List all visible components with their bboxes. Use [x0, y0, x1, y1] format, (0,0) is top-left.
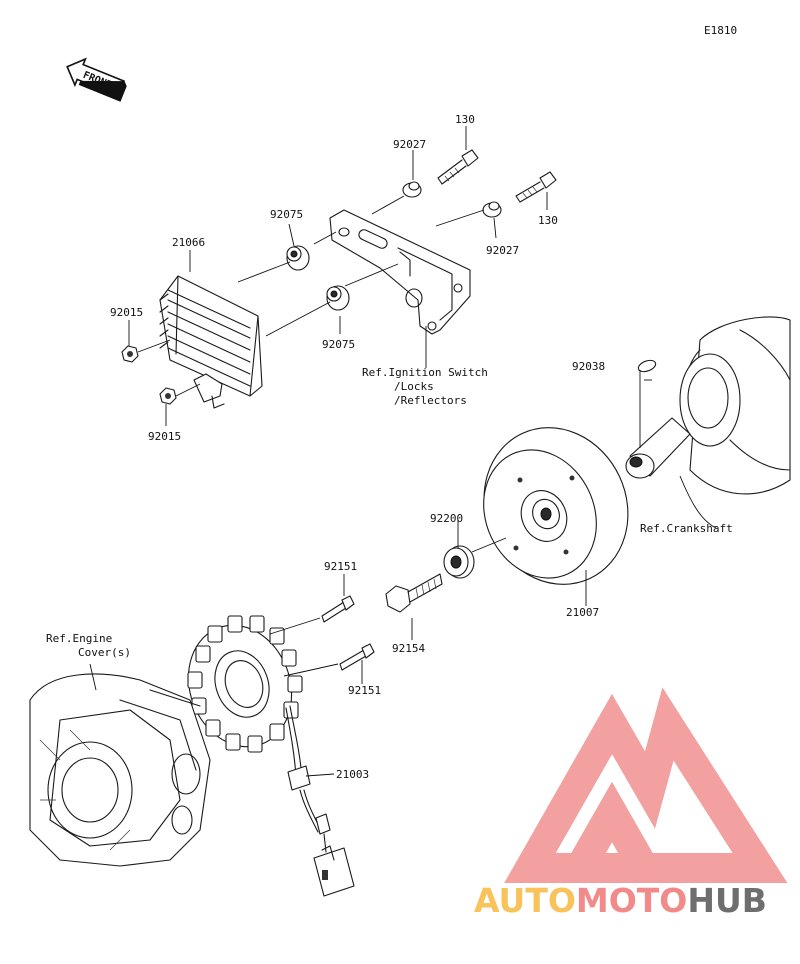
label-92075-bottom: 92075 — [322, 338, 355, 351]
label-21066: 21066 — [172, 236, 205, 249]
collar-92027-top — [402, 181, 422, 198]
grommet-92075-top — [286, 245, 310, 271]
label-130-right: 130 — [538, 214, 558, 227]
label-92151-top: 92151 — [324, 560, 357, 573]
rotor-21007 — [483, 427, 629, 585]
ref-reflectors: /Reflectors — [394, 394, 467, 407]
bolt-130-top — [437, 149, 479, 185]
ref-ignition-switch: Ref.Ignition Switch — [362, 366, 488, 379]
label-21007: 21007 — [566, 606, 599, 619]
front-arrow-icon: FRONT — [66, 57, 127, 102]
diagram-code: E1810 — [704, 24, 737, 37]
part-labels: 130 92027 130 92027 92075 21066 92015 92… — [110, 113, 605, 781]
crankshaft — [625, 316, 791, 495]
bracket — [329, 209, 471, 335]
watermark-logo: AUTOMOTOHUB — [474, 687, 788, 920]
watermark-moto: MOTO — [576, 881, 687, 920]
ref-engine-cover-line1: Ref.Engine — [46, 632, 112, 645]
label-92027-right: 92027 — [486, 244, 519, 257]
key-92038 — [637, 359, 657, 373]
label-92075-top: 92075 — [270, 208, 303, 221]
regulator-21066 — [159, 275, 263, 409]
screw-92151-top — [321, 595, 355, 623]
watermark-auto: AUTO — [474, 881, 576, 920]
collar-92027-right — [482, 201, 502, 218]
ref-engine-cover-line2: Cover(s) — [78, 646, 131, 659]
label-21003: 21003 — [336, 768, 369, 781]
screw-92151-bottom — [339, 643, 375, 671]
nut-92015-bottom — [159, 387, 177, 405]
grommet-92075-bottom — [326, 285, 350, 311]
engine-cover — [29, 673, 211, 867]
label-92015-top: 92015 — [110, 306, 143, 319]
label-92027-top: 92027 — [393, 138, 426, 151]
leader-lines — [89, 126, 717, 777]
label-92200: 92200 — [430, 512, 463, 525]
watermark-hub: HUB — [687, 881, 767, 920]
label-92151-bottom: 92151 — [348, 684, 381, 697]
stator-21003 — [187, 615, 355, 897]
ref-locks: /Locks — [394, 380, 434, 393]
watermark-triangle-icon — [504, 687, 788, 883]
bolt-130-right — [515, 171, 557, 203]
ref-crankshaft: Ref.Crankshaft — [640, 522, 733, 535]
label-92015-bottom: 92015 — [148, 430, 181, 443]
bolt-92154 — [385, 573, 443, 613]
label-92154: 92154 — [392, 642, 425, 655]
reference-labels: Ref.Ignition Switch /Locks /Reflectors R… — [46, 366, 733, 659]
watermark-text: AUTOMOTOHUB — [474, 881, 767, 920]
label-92038: 92038 — [572, 360, 605, 373]
label-130-top: 130 — [455, 113, 475, 126]
nut-92015-top — [121, 345, 139, 363]
washer-92200 — [443, 545, 475, 579]
